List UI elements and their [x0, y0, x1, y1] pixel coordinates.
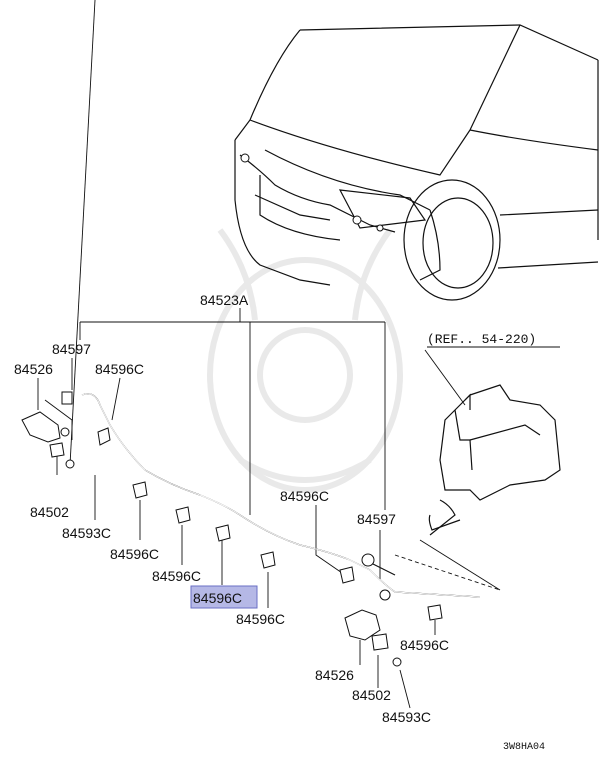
label-right-bracket[interactable]: 84502 — [352, 687, 391, 703]
label-left-upper-clip[interactable]: 84596C — [95, 361, 144, 377]
part-labels: 84523A 84597 84526 84596C 84502 84593C 8… — [14, 292, 449, 725]
left-nozzle-shape — [21, 411, 61, 443]
label-right-nozzle[interactable]: 84526 — [315, 667, 354, 683]
label-clip-highlighted[interactable]: 84596C — [193, 590, 242, 606]
watermark-emblem — [207, 228, 403, 493]
label-clip-c[interactable]: 84596C — [236, 611, 285, 627]
label-main-hose[interactable]: 84523A — [200, 292, 249, 308]
washer-tank — [424, 349, 561, 536]
diagram-code: 3W8HA04 — [503, 742, 545, 753]
label-left-nozzle[interactable]: 84526 — [14, 361, 53, 377]
label-left-bracket[interactable]: 84502 — [30, 504, 69, 520]
label-right-upper-clip[interactable]: 84596C — [280, 488, 329, 504]
label-right-grommet[interactable]: 84593C — [382, 709, 431, 725]
leader-lines — [37, 0, 501, 709]
vehicle-illustration — [234, 24, 599, 301]
label-clip-b[interactable]: 84596C — [152, 568, 201, 584]
label-clip-a[interactable]: 84596C — [110, 546, 159, 562]
highlight-box — [190, 585, 258, 609]
reference-label: (REF.. 54-220) — [427, 332, 536, 347]
label-left-hose-clip[interactable]: 84597 — [52, 341, 91, 357]
label-right-end-clip[interactable]: 84596C — [400, 637, 449, 653]
part-glyphs — [21, 391, 443, 667]
left-hose-clip-shape — [61, 391, 73, 405]
label-right-hose-clip[interactable]: 84597 — [357, 511, 396, 527]
label-left-grommet[interactable]: 84593C — [62, 525, 111, 541]
clip-shape — [97, 427, 111, 446]
